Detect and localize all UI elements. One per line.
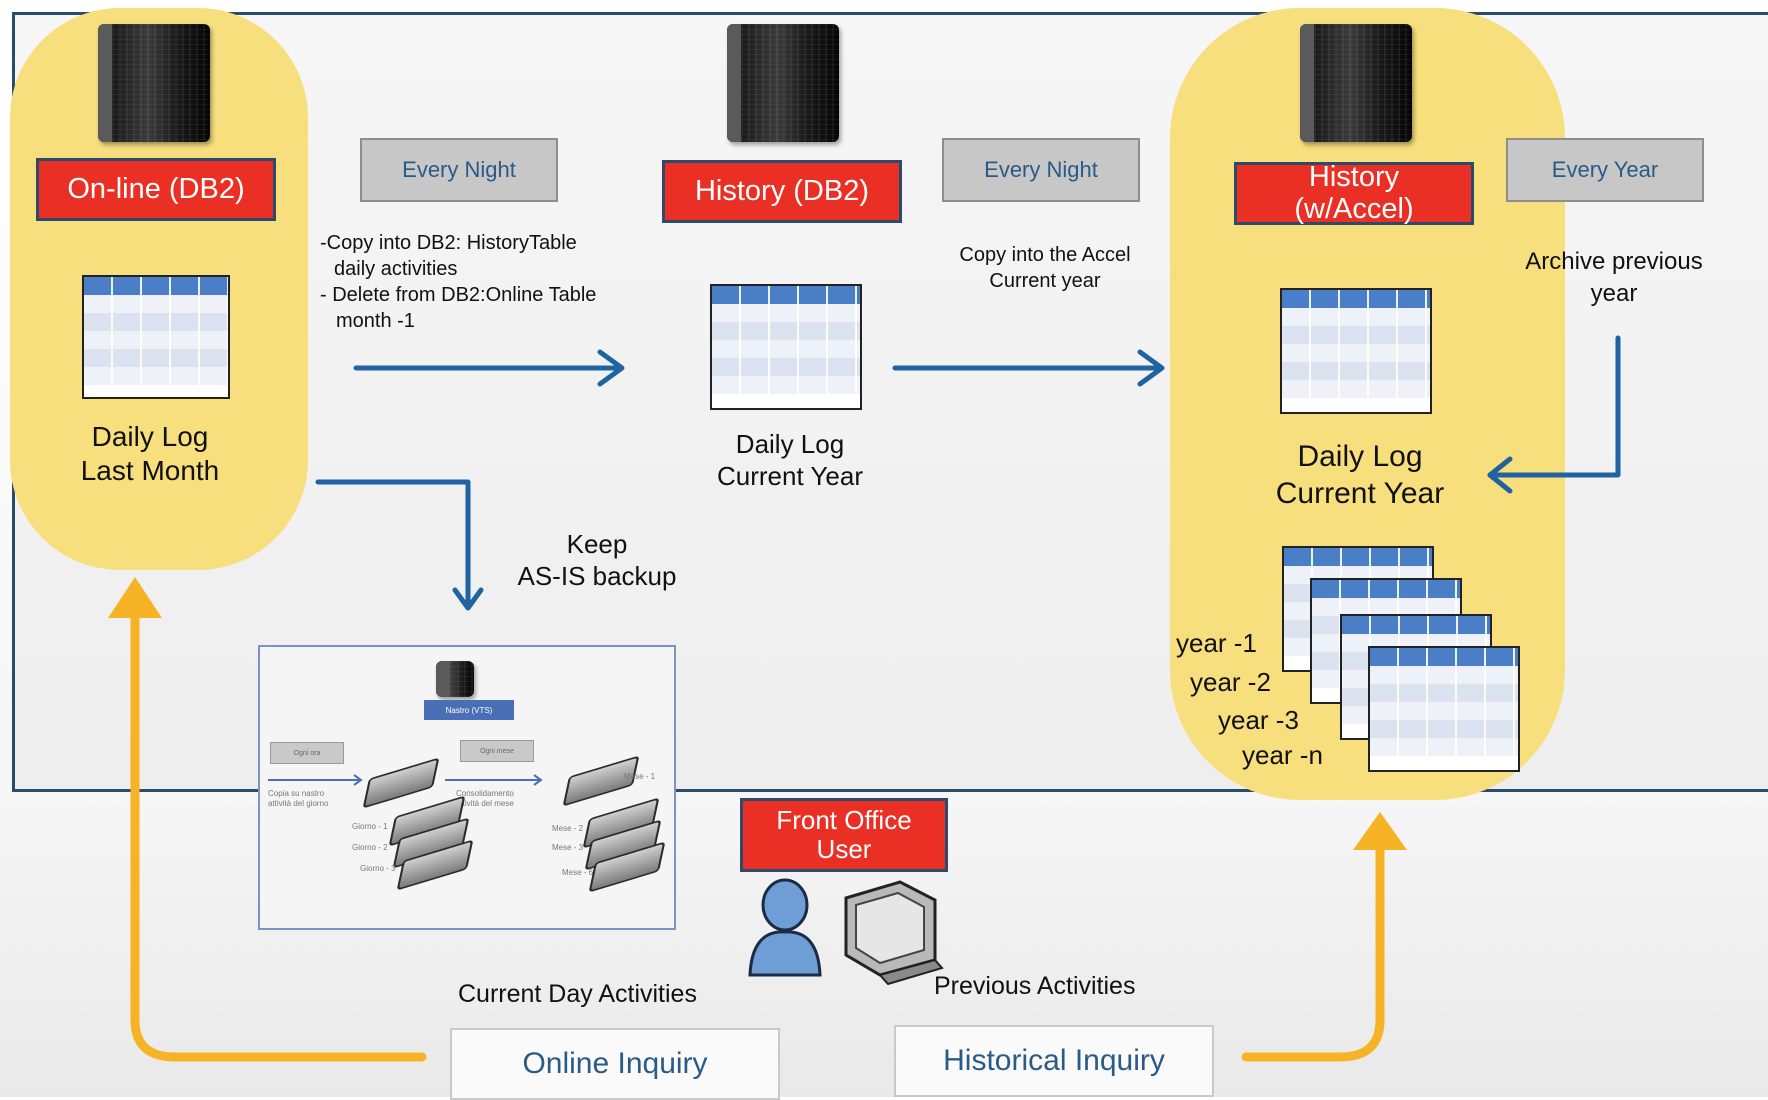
front-office-user-label: Front Office User [740, 798, 948, 872]
arrow-archive [1487, 335, 1621, 478]
thumb-box-1: Ogni ora [270, 742, 344, 764]
online-server-icon [98, 24, 210, 142]
history-server-icon [727, 24, 839, 142]
year-n-label: year -n [1242, 740, 1323, 770]
online-db2-label: On-line (DB2) [36, 158, 276, 221]
year-1-label: year -1 [1176, 628, 1257, 658]
every-night-box-1: Every Night [360, 138, 558, 202]
archive-table-year-n [1368, 646, 1520, 772]
historical-inquiry-caption: Previous Activities [934, 972, 1136, 1000]
online-inquiry-button[interactable]: Online Inquiry [450, 1028, 780, 1100]
thumb-disk-label-left-2: Giorno - 2 [352, 843, 388, 852]
online-table-icon [82, 275, 230, 399]
thumb-disk-label-right-3: Mese - 3 [552, 843, 584, 852]
front-office-line2: User [816, 834, 872, 864]
thumb-disk-label-left-1: Giorno - 1 [352, 822, 388, 831]
historical-inquiry-button[interactable]: Historical Inquiry [894, 1025, 1214, 1097]
arrow-backup [315, 479, 471, 608]
backup-diagram-thumbnail: Nastro (VTS) Ogni ora Ogni mese Copia su… [258, 645, 676, 930]
history-table-icon [710, 284, 862, 410]
thumb-server-label: Nastro (VTS) [424, 700, 514, 720]
year-2-label: year -2 [1190, 667, 1271, 697]
thumb-disk-label-right-1: Mese - 1 [624, 772, 656, 781]
every-year-box: Every Year [1506, 138, 1704, 202]
thumb-arrows [268, 774, 543, 786]
thumb-server-icon [436, 661, 474, 697]
history-accel-label-line1: History [1308, 160, 1400, 193]
arrow-historical-inquiry [1241, 835, 1385, 1062]
copy-online-to-history-text: -Copy into DB2: HistoryTable daily activ… [320, 232, 597, 332]
every-night-box-2: Every Night [942, 138, 1140, 202]
historical-inquiry-label: Historical Inquiry [943, 1044, 1165, 1077]
thumb-box-2: Ogni mese [460, 740, 534, 762]
online-inquiry-label: Online Inquiry [522, 1047, 708, 1080]
accel-server-icon [1300, 24, 1412, 142]
accel-table-icon [1280, 288, 1432, 414]
history-db2-label: History (DB2) [662, 160, 902, 223]
year-3-label: year -3 [1218, 705, 1299, 735]
thumb-disk-label-right-4: Mese - 6 [562, 868, 594, 877]
arrow-online-inquiry [130, 597, 427, 1062]
history-accel-label: History (w/Accel) [1234, 160, 1474, 225]
thumb-disk-label-right-2: Mese - 2 [552, 824, 584, 833]
thumb-disk-label-left-3: Giorno - 3 [360, 864, 396, 873]
front-office-line1: Front Office [776, 805, 912, 836]
history-accel-label-line2: (w/Accel) [1294, 192, 1414, 225]
online-inquiry-caption: Current Day Activities [458, 980, 697, 1008]
